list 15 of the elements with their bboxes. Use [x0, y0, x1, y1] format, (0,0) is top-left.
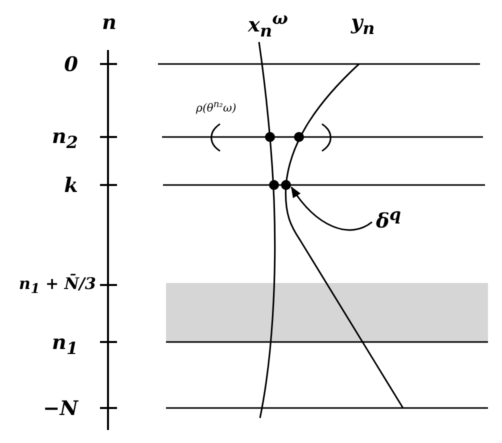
- dot: [269, 180, 279, 190]
- tick-label: n$_{2}$: [52, 126, 78, 151]
- tick-label: k: [64, 175, 78, 195]
- tick-label: n$_{1}$ + N̄/3: [18, 276, 96, 297]
- annotation-label: ρ(θ$^{n₂}$ω): [196, 100, 236, 114]
- dot: [294, 132, 304, 142]
- tick-label: −N: [42, 398, 78, 418]
- axis-label: y$_{n}$: [351, 12, 375, 37]
- dot: [265, 132, 275, 142]
- leader-arrow: [290, 186, 372, 231]
- tick-label: n$_{1}$: [52, 332, 78, 357]
- dot: [281, 180, 291, 190]
- symbol-label: δ$^{q}$: [376, 206, 401, 231]
- tick-label: 0: [64, 54, 78, 74]
- axis-label: n: [102, 12, 117, 32]
